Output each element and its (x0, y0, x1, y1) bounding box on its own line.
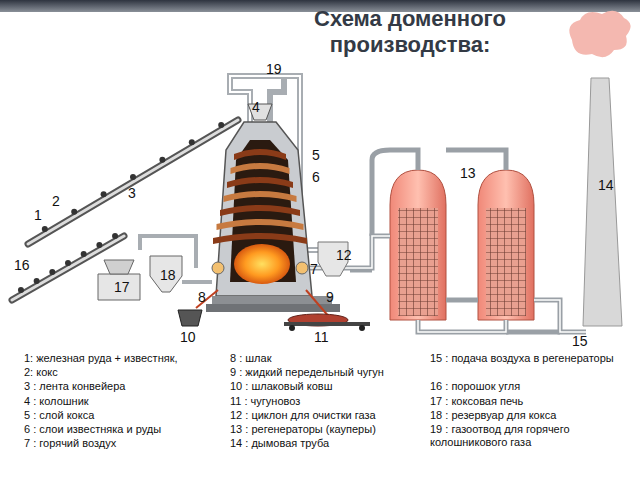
legend-entry: 5 : слой кокса (24, 409, 94, 422)
legend-entry: 17 : коксовая печь (430, 395, 626, 408)
callout-number: 1 (34, 208, 42, 222)
legend-entry: 12 : циклон для очистки газа (230, 409, 376, 422)
legend-entry: 9 : жидкий передельный чугун (230, 366, 384, 379)
callout-number: 14 (598, 178, 614, 192)
legend-entry: 3 : лента конвейера (24, 380, 125, 393)
callout-number: 8 (198, 290, 206, 304)
slide-title: Схема доменного производства: (250, 6, 570, 58)
legend-entry: 2: кокс (24, 366, 58, 379)
legend-entry: 15 : подача воздуха в регенераторы (430, 352, 626, 365)
legend-entry: 6 : слои известняка и руды (24, 423, 161, 436)
callout-number: 15 (572, 334, 588, 348)
callout-number: 12 (336, 248, 352, 262)
legend-entry: 11 : чугуновоз (230, 395, 300, 408)
callout-number: 19 (266, 62, 282, 76)
callout-number: 3 (128, 186, 136, 200)
legend-entry: 13 : регенераторы (кауперы) (230, 423, 376, 436)
callout-number: 7 (310, 262, 318, 276)
legend-entry: 10 : шлаковый ковш (230, 380, 333, 393)
callout-number: 4 (252, 100, 260, 114)
callout-number: 10 (180, 330, 196, 344)
legend-entry: 8 : шлак (230, 352, 271, 365)
legend-entry: 19 : газоотвод для горячего колошниковог… (430, 423, 626, 449)
callout-number: 2 (52, 194, 60, 208)
legend-entry: 18 : резервуар для кокса (430, 409, 626, 422)
callout-number: 17 (114, 280, 130, 294)
callout-number: 11 (314, 330, 329, 344)
legend-entry: 4 : колошник (24, 395, 89, 408)
callout-number: 18 (160, 268, 176, 282)
callout-number: 6 (312, 170, 320, 184)
legend-entry: 14 : дымовая труба (230, 437, 329, 450)
callout-number: 16 (14, 258, 30, 272)
legend-entry: 7 : горячий воздух (24, 437, 116, 450)
legend-entry: 16 : порошок угля (430, 380, 626, 393)
callout-number: 13 (460, 166, 476, 180)
callout-number: 9 (326, 290, 334, 304)
legend-entry: 1: железная руда + известняк, (24, 352, 178, 365)
callout-number: 5 (312, 148, 320, 162)
